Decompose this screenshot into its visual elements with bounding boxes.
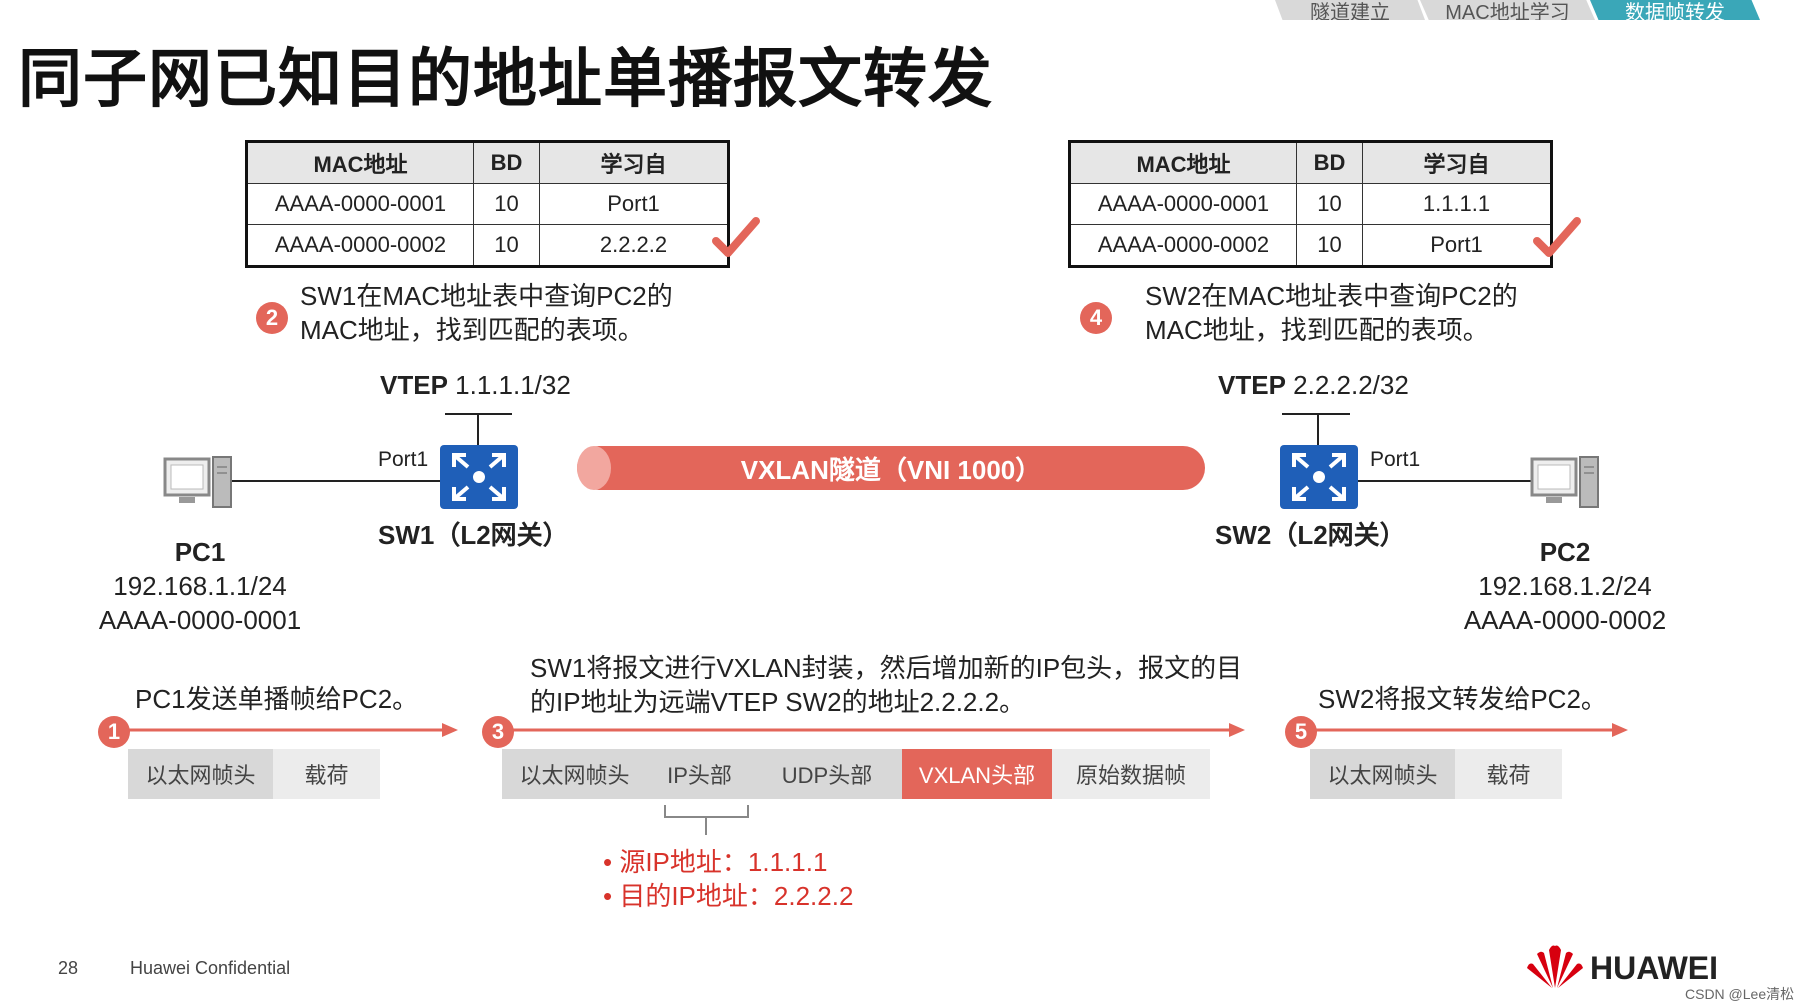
step-3-text: SW1将报文进行VXLAN封装，然后增加新的IP包头，报文的目的IP地址为远端V… bbox=[530, 651, 1242, 719]
breadcrumb-mac-learning[interactable]: MAC地址学习 bbox=[1420, 0, 1595, 20]
table-header: MAC地址 bbox=[246, 141, 474, 184]
table-header: MAC地址 bbox=[1069, 141, 1297, 184]
step-4-text: SW2在MAC地址表中查询PC2的 MAC地址，找到匹配的表项。 bbox=[1145, 279, 1518, 347]
step-3-line1: SW1将报文进行VXLAN封装，然后增加新的IP包头，报文的目 bbox=[530, 653, 1243, 683]
tunnel-label: VXLAN隧道（VNI 1000） bbox=[740, 454, 1042, 485]
page-title: 同子网已知目的地址单播报文转发 bbox=[18, 43, 993, 115]
vtep2-title: VTEP bbox=[1218, 370, 1286, 400]
frame-payload: 载荷 bbox=[1455, 749, 1562, 799]
pc1-computer-icon bbox=[163, 456, 232, 508]
step-badge-2: 2 bbox=[256, 302, 288, 334]
pc1-name: PC1 bbox=[174, 537, 226, 567]
dst-ip-bullet: • 目的IP地址：2.2.2.2 bbox=[603, 881, 854, 911]
confidential-label: Huawei Confidential bbox=[130, 958, 291, 978]
vtep1-ip: 1.1.1.1/32 bbox=[455, 370, 571, 400]
frame-step3: 以太网帧头 IP头部 UDP头部 VXLAN头部 原始数据帧 bbox=[502, 749, 1210, 799]
vtep2-ip: 2.2.2.2/32 bbox=[1293, 370, 1409, 400]
page-number: 28 bbox=[58, 958, 79, 978]
dst-ip-text: 目的IP地址：2.2.2.2 bbox=[619, 881, 854, 911]
sw1-port-label: Port1 bbox=[378, 448, 429, 471]
step-2-text: SW1在MAC地址表中查询PC2的 MAC地址，找到匹配的表项。 bbox=[300, 279, 673, 347]
sw2-name: SW2（L2网关） bbox=[1215, 520, 1406, 550]
vtep2-label: VTEP 2.2.2.2/32 bbox=[1218, 370, 1409, 401]
topology-links bbox=[228, 413, 1535, 482]
frame-original-data: 原始数据帧 bbox=[1052, 749, 1210, 799]
table-cell: 10 bbox=[473, 224, 540, 267]
frame-vxlan-header: VXLAN头部 bbox=[902, 749, 1052, 799]
pc1-ip: 192.168.1.1/24 bbox=[113, 571, 287, 601]
table-cell: 10 bbox=[1296, 183, 1363, 225]
pc1-mac: AAAA-0000-0001 bbox=[98, 605, 302, 635]
table-header: BD bbox=[473, 141, 540, 184]
step-5-text: SW2将报文转发给PC2。 bbox=[1318, 684, 1607, 714]
table-cell: 10 bbox=[1296, 224, 1363, 267]
sw1-switch-icon[interactable] bbox=[440, 445, 518, 509]
pc2-info: PC2 192.168.1.2/24 AAAA-0000-0002 bbox=[1445, 535, 1685, 637]
step-badge-5: 5 bbox=[1285, 716, 1317, 748]
pc2-mac: AAAA-0000-0002 bbox=[1463, 605, 1667, 635]
sw2-switch-icon[interactable] bbox=[1280, 445, 1358, 509]
breadcrumb-tunnel-setup[interactable]: 隧道建立 bbox=[1275, 0, 1425, 20]
table-header: BD bbox=[1296, 141, 1363, 184]
step-4-line1: SW2在MAC地址表中查询PC2的 bbox=[1145, 281, 1518, 311]
frame-step1: 以太网帧头 载荷 bbox=[128, 749, 380, 799]
step-badge-1: 1 bbox=[98, 716, 130, 748]
huawei-logo-icon bbox=[1527, 945, 1583, 988]
frame-eth-header: 以太网帧头 bbox=[502, 749, 647, 799]
breadcrumb-frame-forwarding[interactable]: 数据帧转发 bbox=[1590, 0, 1760, 20]
table-header: 学习自 bbox=[1362, 141, 1552, 184]
vxlan-tunnel: VXLAN隧道（VNI 1000） bbox=[577, 446, 1205, 490]
frame-udp-header: UDP头部 bbox=[752, 749, 902, 799]
flow-arrows bbox=[115, 723, 1628, 737]
sw1-name: SW1（L2网关） bbox=[378, 520, 569, 550]
frame-ip-header: IP头部 bbox=[647, 749, 752, 799]
table-cell: 2.2.2.2 bbox=[539, 224, 729, 267]
step-3-line2: 的IP地址为远端VTEP SW2的地址2.2.2.2。 bbox=[530, 687, 1026, 717]
table-cell: Port1 bbox=[539, 183, 729, 225]
step-2-line1: SW1在MAC地址表中查询PC2的 bbox=[300, 281, 673, 311]
step-4-line2: MAC地址，找到匹配的表项。 bbox=[1145, 315, 1489, 345]
table-cell: AAAA-0000-0002 bbox=[246, 224, 474, 267]
sw2-port-label: Port1 bbox=[1370, 448, 1421, 471]
table-header: 学习自 bbox=[539, 141, 729, 184]
ip-header-bracket bbox=[664, 805, 749, 835]
pc1-info: PC1 192.168.1.1/24 AAAA-0000-0001 bbox=[80, 535, 320, 637]
watermark: CSDN @Lee清松 bbox=[1685, 986, 1795, 1002]
frame-eth-header: 以太网帧头 bbox=[128, 749, 273, 799]
pc2-computer-icon bbox=[1530, 456, 1599, 508]
table-cell: AAAA-0000-0002 bbox=[1069, 224, 1297, 267]
huawei-brand: HUAWEI bbox=[1590, 950, 1718, 986]
table-cell: 10 bbox=[473, 183, 540, 225]
src-ip-bullet: • 源IP地址：1.1.1.1 bbox=[603, 847, 828, 877]
step-badge-3: 3 bbox=[482, 716, 514, 748]
vtep1-title: VTEP bbox=[380, 370, 448, 400]
table-cell: 1.1.1.1 bbox=[1362, 183, 1552, 225]
src-ip-text: 源IP地址：1.1.1.1 bbox=[619, 847, 828, 877]
table-cell: AAAA-0000-0001 bbox=[1069, 183, 1297, 225]
pc2-name: PC2 bbox=[1539, 537, 1591, 567]
step-badge-4: 4 bbox=[1080, 302, 1112, 334]
checkmark-icon bbox=[1533, 217, 1581, 257]
table-cell: Port1 bbox=[1362, 224, 1552, 267]
step-2-line2: MAC地址，找到匹配的表项。 bbox=[300, 315, 644, 345]
frame-eth-header: 以太网帧头 bbox=[1310, 749, 1455, 799]
vtep1-label: VTEP 1.1.1.1/32 bbox=[380, 370, 571, 401]
step-1-text: PC1发送单播帧给PC2。 bbox=[135, 684, 419, 714]
frame-step5: 以太网帧头 载荷 bbox=[1310, 749, 1562, 799]
frame-payload: 载荷 bbox=[273, 749, 380, 799]
pc2-ip: 192.168.1.2/24 bbox=[1478, 571, 1652, 601]
table-cell: AAAA-0000-0001 bbox=[246, 183, 474, 225]
checkmark-icon bbox=[712, 217, 760, 257]
tunnel-end bbox=[577, 446, 611, 490]
